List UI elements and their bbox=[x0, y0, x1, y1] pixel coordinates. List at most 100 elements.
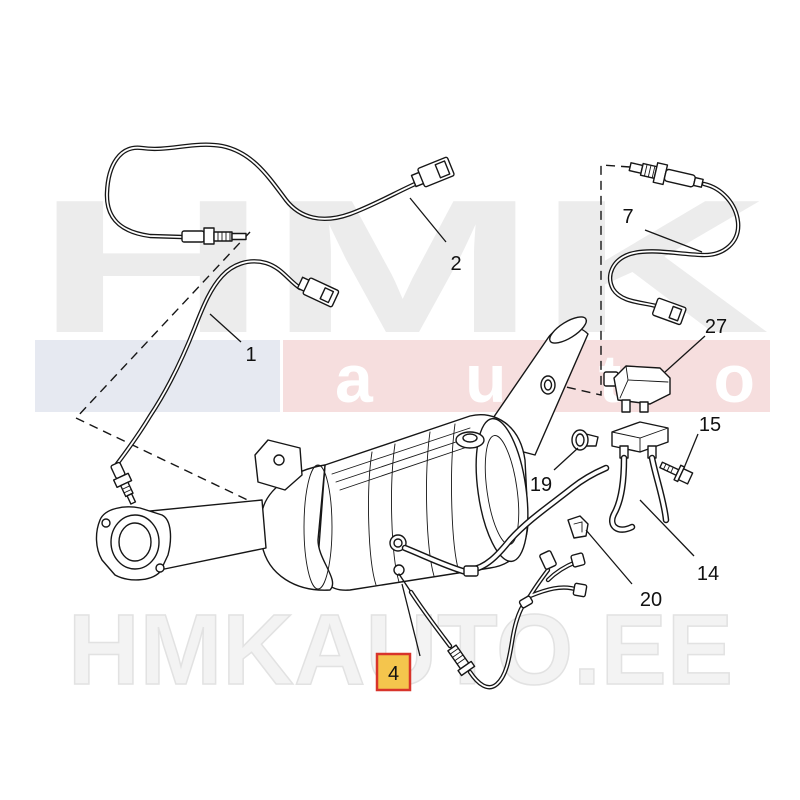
pressure-sensor-body bbox=[613, 365, 671, 405]
callout-leaders bbox=[209, 197, 706, 657]
sensor-boss-inner bbox=[393, 538, 403, 548]
callout-20-label: 20 bbox=[640, 589, 662, 611]
bolt-15 bbox=[659, 461, 694, 485]
sensor-2-thread bbox=[213, 231, 233, 242]
watermark-logo-main: HMK bbox=[35, 161, 770, 373]
sensor-7-sheath bbox=[692, 176, 704, 188]
bolt-hex-head bbox=[677, 468, 694, 485]
sensor-2-lambda bbox=[104, 142, 455, 245]
callout-7-label: 7 bbox=[622, 206, 633, 228]
hoses-14 bbox=[401, 454, 670, 577]
clip-20 bbox=[567, 515, 589, 539]
leader-line-27 bbox=[664, 335, 706, 373]
sensor-7-connector bbox=[651, 297, 687, 326]
harness-connector bbox=[572, 582, 588, 598]
heat-shield-ridge bbox=[339, 443, 477, 491]
leader-line-20 bbox=[585, 529, 633, 585]
flange-bolt-hole bbox=[101, 518, 111, 528]
sensor-7-lambda bbox=[607, 162, 741, 326]
connector-latch bbox=[319, 287, 335, 304]
pipe-fitting bbox=[463, 565, 479, 577]
pressure-sensor-detail bbox=[619, 365, 669, 399]
sensor-4-thread-body bbox=[447, 644, 476, 677]
dpf-top-sensor-port-inner bbox=[462, 433, 478, 443]
sensor-4-lead bbox=[410, 591, 451, 647]
harness-clip bbox=[518, 595, 534, 609]
canister-band bbox=[451, 423, 460, 573]
clip-slot bbox=[573, 521, 583, 533]
callout-19-label: 19 bbox=[530, 474, 552, 496]
sensor-4-wire bbox=[469, 595, 531, 689]
callout-27-label: 27 bbox=[705, 316, 727, 338]
callout-labels: 2 1 7 27 15 19 14 20 4 bbox=[245, 206, 727, 692]
connector-latch bbox=[434, 160, 451, 179]
harness-connector bbox=[539, 550, 557, 570]
sensor-2-thread-lines bbox=[217, 231, 231, 242]
harness-branch-outline bbox=[527, 559, 581, 599]
pressure-sensor-nipple bbox=[639, 401, 649, 413]
heat-shield-ridge bbox=[335, 435, 475, 483]
callout-14-label: 14 bbox=[697, 563, 719, 585]
sensor-7-wire bbox=[609, 183, 739, 307]
sensor-1-connector bbox=[296, 276, 340, 308]
sensor-2-connector bbox=[410, 156, 455, 188]
temperature-sensor-4 bbox=[398, 550, 588, 690]
sensor-7-probe bbox=[628, 162, 704, 188]
sensor-7-thread-lines bbox=[643, 163, 656, 179]
callout-1-label: 1 bbox=[245, 344, 256, 366]
hose-a bbox=[610, 456, 634, 532]
leader-line-2 bbox=[409, 197, 447, 243]
callout-15-label: 15 bbox=[699, 414, 721, 436]
sensor-1-tip bbox=[126, 493, 137, 505]
sensor-2-hex bbox=[203, 227, 215, 245]
sensor-4-thread-lines bbox=[449, 647, 466, 665]
leader-line-7 bbox=[644, 229, 703, 253]
sensor-4-connector-cluster bbox=[518, 550, 588, 609]
sensor-2-sheath bbox=[181, 230, 205, 243]
dashed-line-sensor-2 bbox=[75, 231, 251, 419]
heat-shield-ridge bbox=[331, 427, 471, 475]
sensor-4-probe bbox=[398, 573, 412, 593]
assembly-dashed-lines bbox=[75, 164, 631, 506]
pipe-bracket bbox=[611, 421, 669, 453]
clamp-ring-inner bbox=[575, 433, 585, 447]
pressure-sensor-27 bbox=[603, 365, 671, 413]
callout-4-highlight-box bbox=[375, 652, 412, 692]
pipe-bracket-edge bbox=[611, 427, 669, 453]
dashed-line-dpf-inlet bbox=[75, 417, 259, 506]
clamp-19 bbox=[571, 429, 599, 451]
clip-body bbox=[567, 515, 589, 539]
pipe-bracket-assembly bbox=[611, 421, 669, 459]
harness-branch bbox=[529, 561, 579, 597]
sensor-1-lambda bbox=[110, 259, 340, 505]
leader-line-4 bbox=[401, 583, 421, 657]
canister-band bbox=[426, 431, 435, 577]
pressure-sensor-nipple bbox=[621, 399, 631, 413]
inlet-flange-opening-inner bbox=[118, 522, 152, 562]
sensor-1-probe bbox=[110, 461, 137, 505]
leader-line-14 bbox=[639, 499, 695, 557]
leader-line-15 bbox=[683, 433, 699, 469]
pressure-pipe bbox=[468, 466, 608, 572]
bolt-thread-lines bbox=[663, 463, 674, 474]
callout-4-label: 4 bbox=[388, 663, 399, 685]
harness-connector bbox=[570, 552, 586, 568]
callout-2-label: 2 bbox=[450, 253, 461, 275]
bolt-shank bbox=[659, 461, 680, 476]
leader-line-19 bbox=[553, 447, 579, 471]
connector-latch bbox=[668, 305, 683, 322]
dpf-cone-seam bbox=[303, 464, 333, 590]
hose-b bbox=[650, 456, 668, 522]
body-sensor-pipe bbox=[403, 546, 468, 574]
dpf-end-cap bbox=[475, 417, 529, 563]
sensor-4-hex bbox=[457, 660, 476, 677]
bracket-bolt-hole bbox=[273, 454, 285, 466]
dpf-assembly bbox=[95, 316, 589, 591]
leader-line-1 bbox=[209, 313, 242, 343]
flange-bolt-hole bbox=[155, 563, 165, 573]
sensor-2-wire bbox=[106, 143, 425, 238]
sensor-2-tip bbox=[231, 232, 247, 241]
outlet-gasket-ring-inner bbox=[543, 379, 553, 391]
canister-band bbox=[368, 451, 377, 586]
